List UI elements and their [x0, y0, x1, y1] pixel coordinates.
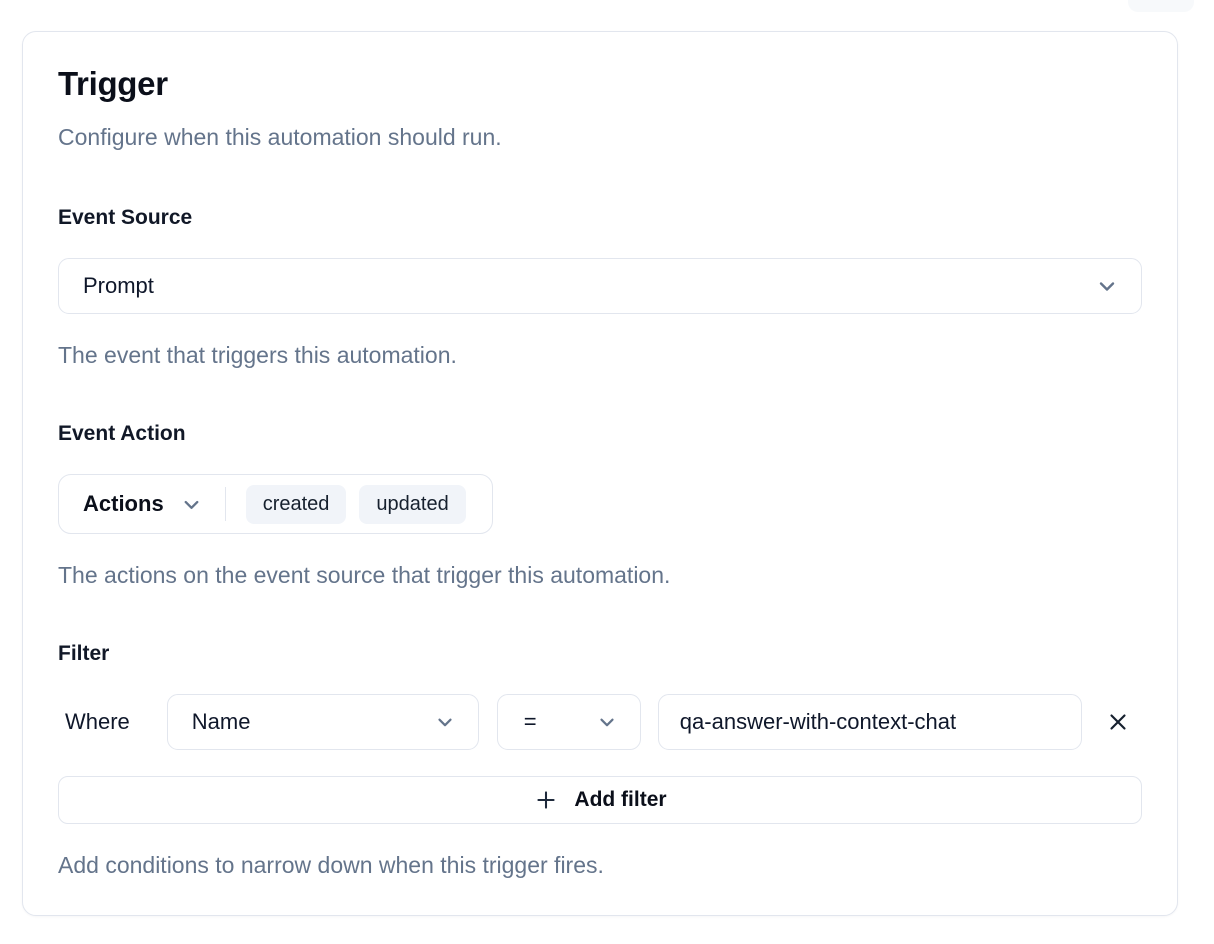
event-source-section: Event Source Prompt The event that trigg…: [58, 204, 1142, 370]
chevron-down-icon: [434, 711, 456, 733]
event-action-control: Actions created updated: [58, 474, 493, 534]
chevron-down-icon: [180, 493, 203, 516]
action-chip-created[interactable]: created: [245, 484, 347, 524]
action-chip-updated[interactable]: updated: [359, 484, 466, 524]
event-source-select[interactable]: Prompt: [58, 258, 1142, 314]
event-action-section: Event Action Actions created updated The…: [58, 420, 1142, 590]
partial-element-top-right: [1128, 0, 1194, 12]
filter-section: Filter Where Name =: [58, 640, 1142, 880]
filter-help: Add conditions to narrow down when this …: [58, 852, 604, 878]
divider: [224, 487, 226, 521]
chevron-down-icon: [1095, 274, 1119, 298]
filter-field-select[interactable]: Name: [166, 694, 479, 750]
add-filter-button[interactable]: Add filter: [58, 776, 1142, 824]
selected-actions: created updated: [245, 484, 466, 524]
where-label: Where: [65, 709, 130, 734]
event-action-help: The actions on the event source that tri…: [58, 562, 671, 588]
event-source-label: Event Source: [58, 206, 193, 229]
filter-field-value: Name: [191, 709, 251, 734]
add-filter-label: Add filter: [574, 788, 667, 811]
filter-label: Filter: [58, 642, 110, 665]
event-action-label: Event Action: [58, 422, 186, 445]
close-icon: [1105, 709, 1131, 735]
filter-row: Where Name =: [58, 694, 1142, 750]
event-action-dropdown-label: Actions: [83, 491, 164, 516]
trigger-card: Trigger Configure when this automation s…: [22, 31, 1178, 916]
plus-icon: [533, 787, 559, 813]
filter-operator-value: =: [523, 709, 537, 734]
page-title: Trigger: [58, 65, 168, 102]
event-source-value: Prompt: [83, 273, 154, 298]
page-subtitle: Configure when this automation should ru…: [58, 124, 502, 150]
remove-filter-button[interactable]: [1094, 698, 1142, 746]
event-source-help: The event that triggers this automation.: [58, 342, 457, 368]
filter-operator-select[interactable]: =: [496, 694, 641, 750]
chevron-down-icon: [596, 711, 618, 733]
event-action-dropdown[interactable]: Actions: [83, 491, 203, 517]
filter-value-input[interactable]: [657, 694, 1082, 750]
